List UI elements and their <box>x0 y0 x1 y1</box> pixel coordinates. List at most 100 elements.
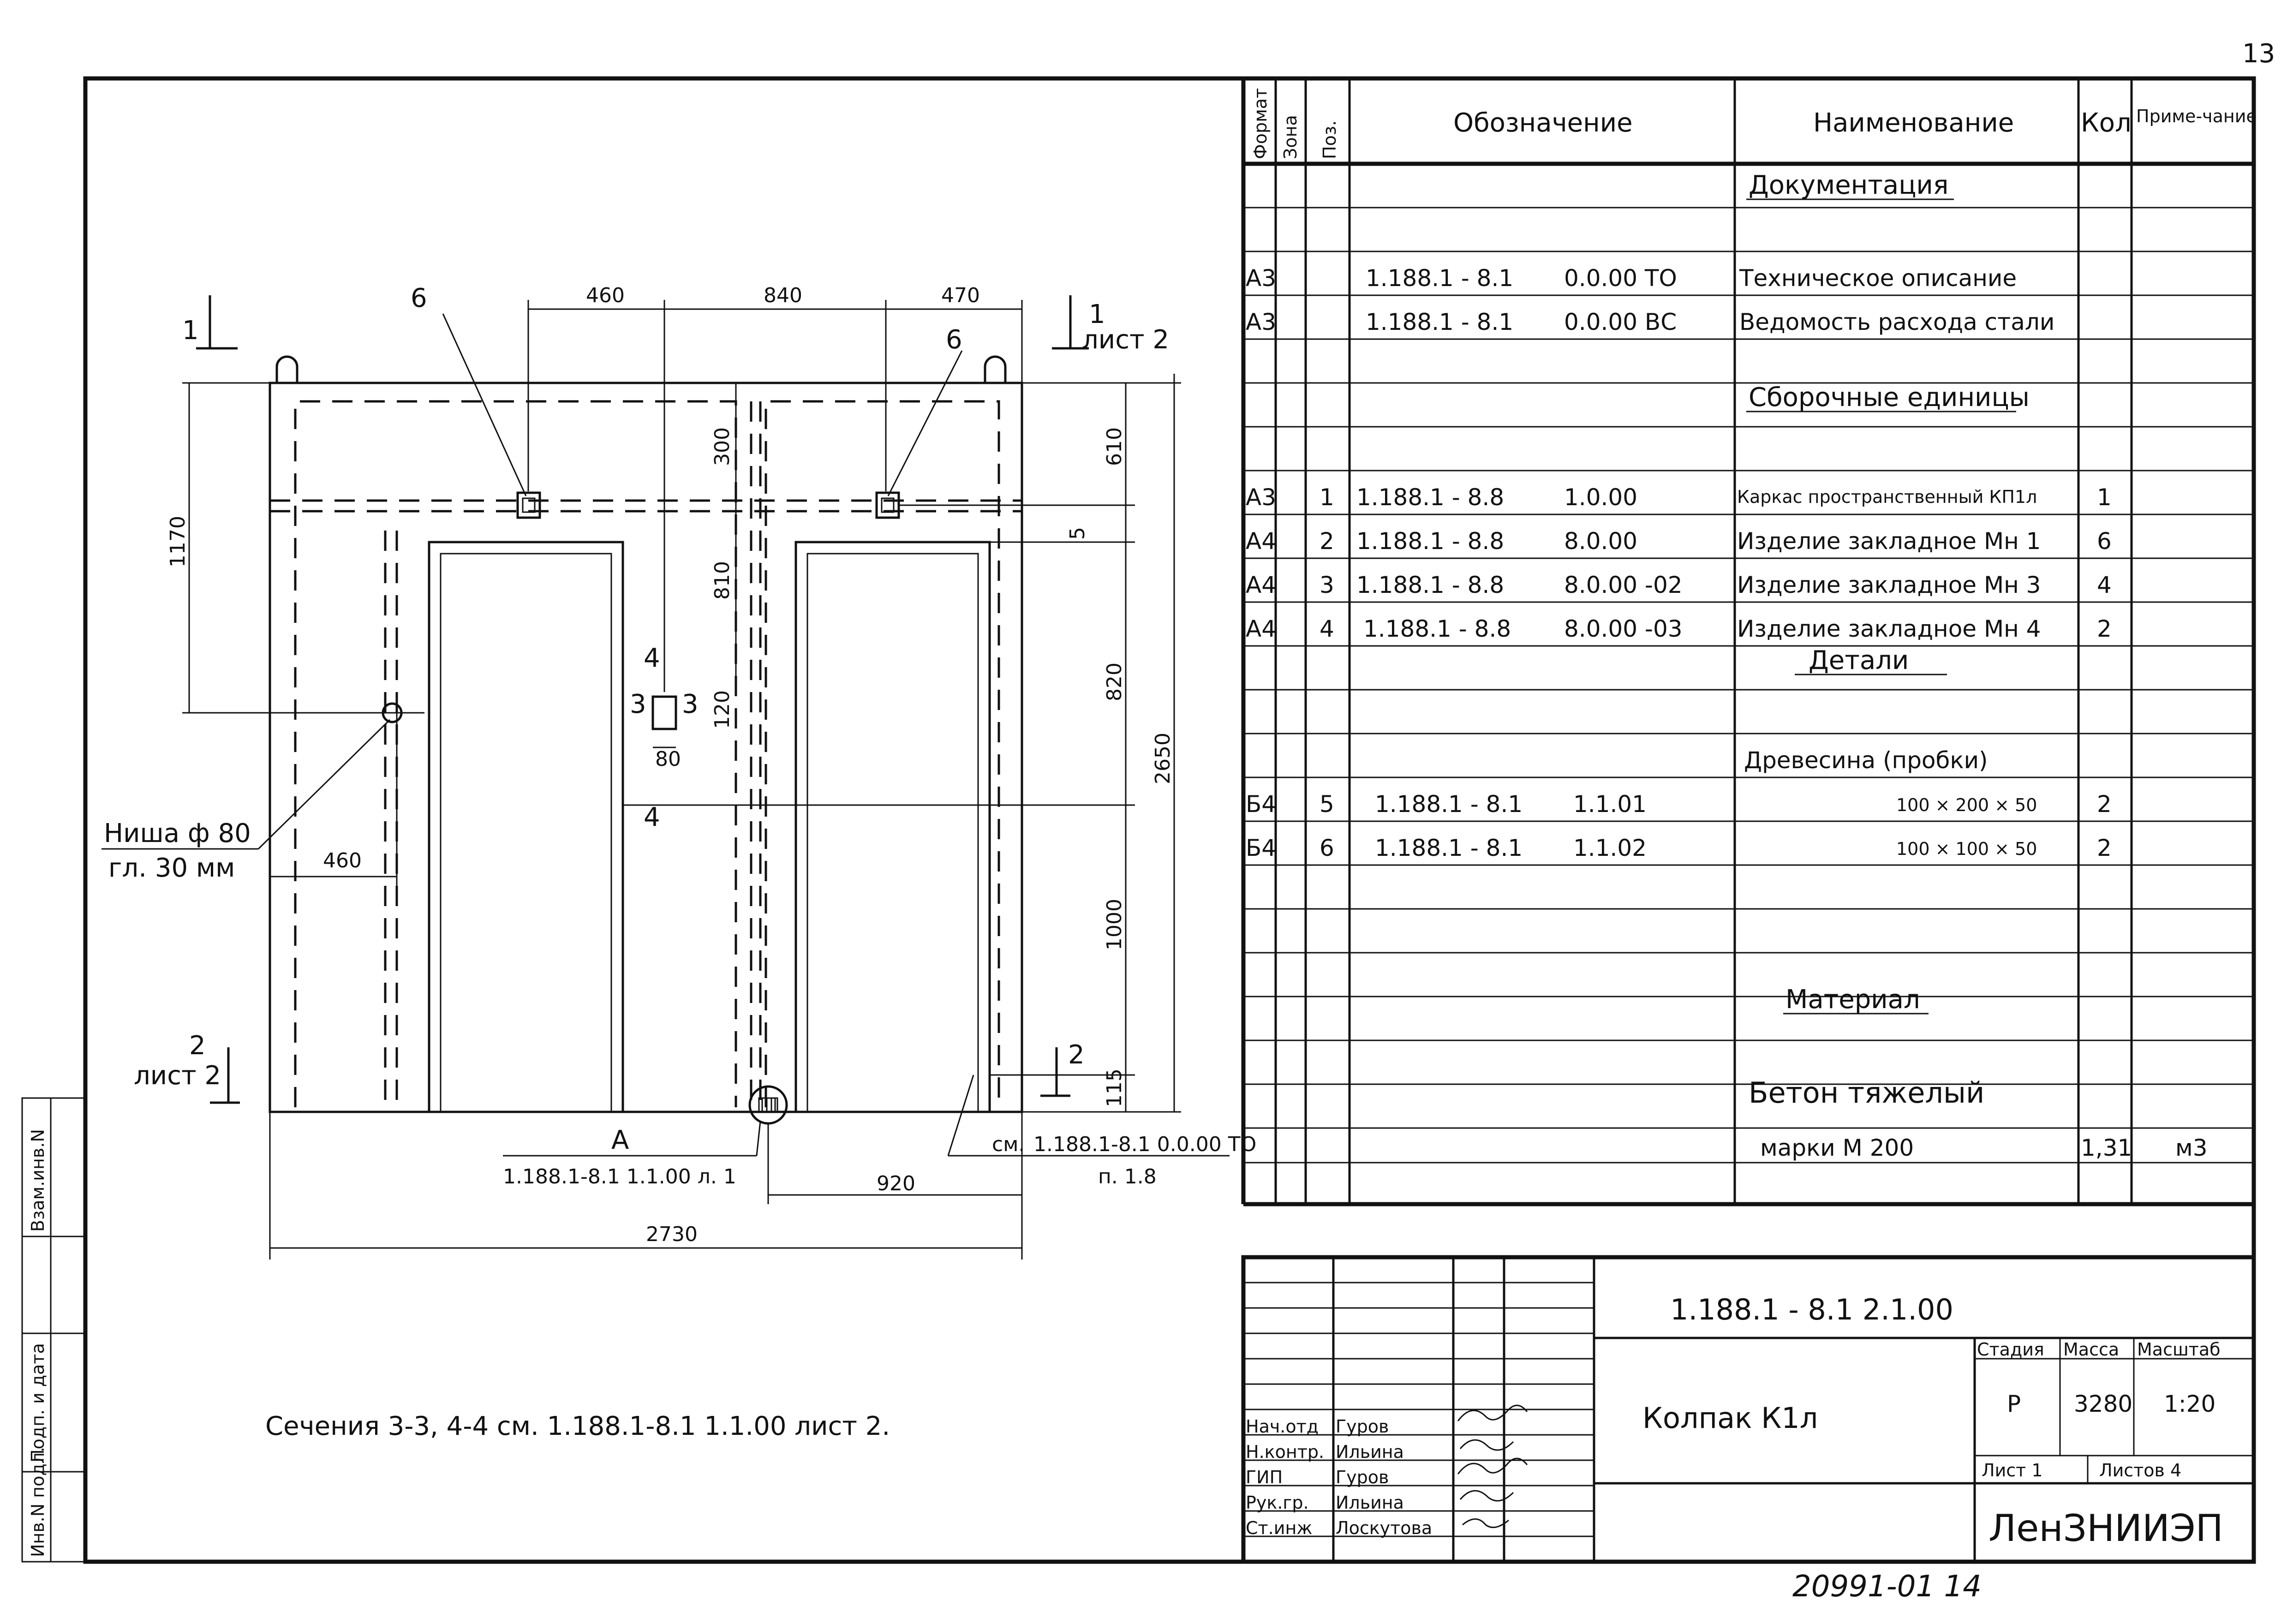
stamp-inv: Инв.N подл. <box>28 1447 48 1557</box>
cell-name: марки М 200 <box>1760 1134 1914 1161</box>
mass-value: 3280 <box>2074 1391 2132 1417</box>
dim-v-300: 300 <box>711 427 734 466</box>
scale-label: Масштаб <box>2137 1339 2221 1360</box>
staff-name: Ильина <box>1336 1442 1404 1462</box>
dim-right-1000: 1000 <box>1103 899 1126 950</box>
spec-row: Древесина (пробки) <box>1744 747 1988 774</box>
organization: ЛенЗНИИЭП <box>1988 1507 2223 1550</box>
opening-right <box>794 541 991 1113</box>
spec-row: А3 1 1.188.1 - 8.8 1.0.00 Каркас простра… <box>1246 484 2112 511</box>
spec-row: А4 2 1.188.1 - 8.8 8.0.00 Изделие заклад… <box>1246 528 2112 555</box>
cell-designation-code: 8.0.00 -03 <box>1564 615 1683 642</box>
sheet-frame <box>83 76 2256 1564</box>
position-6-left: 6 <box>411 283 427 313</box>
header-name: Наименование <box>1813 108 2014 138</box>
staff-role: Ст.инж <box>1246 1518 1313 1538</box>
dim-left-460: 460 <box>323 849 362 872</box>
spec-row: А4 4 1.188.1 - 8.8 8.0.00 -03 Изделие за… <box>1246 615 2112 642</box>
staff-role: Н.контр. <box>1246 1442 1324 1462</box>
cell-name: Каркас пространственный КП1л <box>1737 487 2037 507</box>
cell-name: Бетон тяжелый <box>1749 1076 1984 1110</box>
dim-right-2650: 2650 <box>1151 733 1175 784</box>
cell-qty: 1 <box>2097 484 2112 511</box>
stage-label: Стадия <box>1977 1339 2044 1360</box>
title-code: 1.188.1 - 8.1 2.1.00 <box>1670 1293 1953 1326</box>
callouts: 6 6 Ниша ф 80 гл. 30 мм А 1.188.1-8.1 1.… <box>102 283 1256 1188</box>
cell-designation: 1.188.1 - 8.8 <box>1356 484 1504 511</box>
section-1-right: 1 <box>1089 299 1105 329</box>
spec-row: Б4 6 1.188.1 - 8.1 1.1.02 100 × 100 × 50… <box>1246 835 2112 861</box>
staff-role: Нач.отд <box>1246 1416 1319 1437</box>
cell-name: 100 × 100 × 50 <box>1896 839 2037 859</box>
cell-name: Изделие закладное Мн 4 <box>1737 615 2041 642</box>
cap-elevation: 460 840 470 1170 460 300 810 120 80 3 3 … <box>166 284 1181 1260</box>
cell-format: А3 <box>1246 484 1276 511</box>
section-4-bottom: 4 <box>644 802 660 832</box>
niche-depth: гл. 30 мм <box>108 853 235 883</box>
sheet-number: Лист 1 <box>1982 1460 2043 1481</box>
dim-right-5: 5 <box>1066 527 1089 540</box>
cell-pos: 6 <box>1320 835 1334 861</box>
title-block: 1.188.1 - 8.1 2.1.00 Колпак К1л Стадия М… <box>1241 1255 2256 1564</box>
cell-designation-code: 8.0.00 <box>1564 528 1637 555</box>
cap-outline <box>269 382 1023 1113</box>
section-documentation: Документация <box>1749 170 1948 200</box>
spec-row: Б4 5 1.188.1 - 8.1 1.1.01 100 × 200 × 50… <box>1246 791 2112 818</box>
dim-right-610: 610 <box>1103 427 1126 466</box>
node-a-label: А <box>611 1125 629 1155</box>
cell-qty: 2 <box>2097 791 2112 818</box>
spec-row: А3 1.188.1 - 8.1 0.0.00 ТО Техническое о… <box>1246 265 2017 292</box>
dim-left-1170: 1170 <box>166 516 190 567</box>
node-a-reference: 1.188.1-8.1 1.1.00 л. 1 <box>503 1165 736 1188</box>
scale-value: 1:20 <box>2164 1391 2215 1417</box>
cell-designation: 1.188.1 - 8.8 <box>1356 528 1504 555</box>
stamp-vzam: Взам.инв.N <box>28 1129 48 1232</box>
staff-name: Гуров <box>1336 1416 1389 1437</box>
cell-format: А4 <box>1246 528 1276 555</box>
section-2-left: 2 <box>189 1031 206 1061</box>
dim-right-820: 820 <box>1103 663 1126 701</box>
staff-name: Гуров <box>1336 1467 1389 1487</box>
stamp-sign: Подп. и дата <box>28 1343 48 1463</box>
plug-3-3 <box>651 695 677 730</box>
footer-code: 20991-01 14 <box>1792 1570 1982 1604</box>
staff-role: ГИП <box>1246 1467 1283 1487</box>
cell-name: Древесина (пробки) <box>1744 747 1988 774</box>
cell-format: А3 <box>1246 309 1276 335</box>
lifting-loop-right <box>984 355 1007 383</box>
embedded-item-left <box>516 491 541 519</box>
cell-designation-code: 1.1.01 <box>1573 791 1647 818</box>
cell-format: Б4 <box>1246 835 1276 861</box>
dim-h-80: 80 <box>655 747 681 771</box>
spec-row: марки М 200 1,31 м3 <box>1760 1134 2208 1161</box>
header-note: Приме-чание <box>2136 106 2257 126</box>
cell-name: 100 × 200 × 50 <box>1896 795 2037 815</box>
cell-designation-code: 8.0.00 -02 <box>1564 572 1683 598</box>
cell-qty: 2 <box>2097 835 2112 861</box>
spec-row: А4 3 1.188.1 - 8.8 8.0.00 -02 Изделие за… <box>1246 572 2112 598</box>
embedded-item-right <box>875 491 900 519</box>
header-designation: Обозначение <box>1453 108 1633 138</box>
spec-row: Бетон тяжелый <box>1749 1076 1984 1110</box>
section-markers: 1 1 лист 2 2 лист 2 2 <box>134 295 1169 1104</box>
header-zone: Зона <box>1280 115 1301 159</box>
sheets-total: Листов 4 <box>2099 1460 2181 1481</box>
cell-format: Б4 <box>1246 791 1276 818</box>
section-material: Материал <box>1785 985 1920 1015</box>
lifting-loop-left <box>275 355 299 383</box>
cell-name: Ведомость расхода стали <box>1739 309 2054 335</box>
staff-name: Лоскутова <box>1336 1518 1432 1538</box>
cell-designation-code: 1.0.00 <box>1564 484 1637 511</box>
side-stamp: Инв.N подл. Подп. и дата Взам.инв.N <box>21 1097 86 1563</box>
cell-qty: 4 <box>2097 572 2112 598</box>
cell-pos: 1 <box>1320 484 1334 511</box>
title-name: Колпак К1л <box>1642 1401 1818 1435</box>
cell-name: Техническое описание <box>1739 265 2017 292</box>
note-sm: см. <box>992 1133 1025 1156</box>
dim-v-810: 810 <box>711 561 734 600</box>
note-reference: 1.188.1-8.1 0.0.00 ТО <box>1033 1133 1256 1156</box>
cell-qty: 6 <box>2097 528 2112 555</box>
stage-value: Р <box>2007 1391 2021 1417</box>
dim-top-460: 460 <box>586 284 625 307</box>
